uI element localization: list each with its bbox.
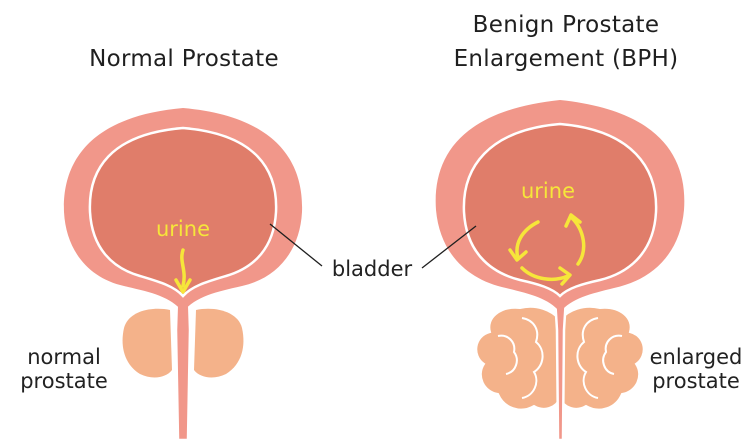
normal-prostate-label-line1: normal [27,345,101,369]
enlarged-prostate-label-line1: enlarged [650,345,743,369]
normal-prostate-label-line2: prostate [20,369,108,393]
urine-label-normal: urine [156,217,210,241]
bladder-label: bladder [332,257,413,281]
bph-figure: urine [436,100,685,440]
normal-prostate-right-lobe [194,309,243,378]
bph-urethra [555,298,566,440]
normal-urethra [176,298,190,440]
title-bph-line1: Benign Prostate [473,12,660,38]
title-normal-prostate: Normal Prostate [89,46,279,72]
enlarged-prostate-label-line2: prostate [652,369,740,393]
urine-label-bph: urine [521,179,575,203]
normal-prostate-left-lobe [123,309,172,378]
title-bph-line2: Enlargement (BPH) [454,46,679,72]
